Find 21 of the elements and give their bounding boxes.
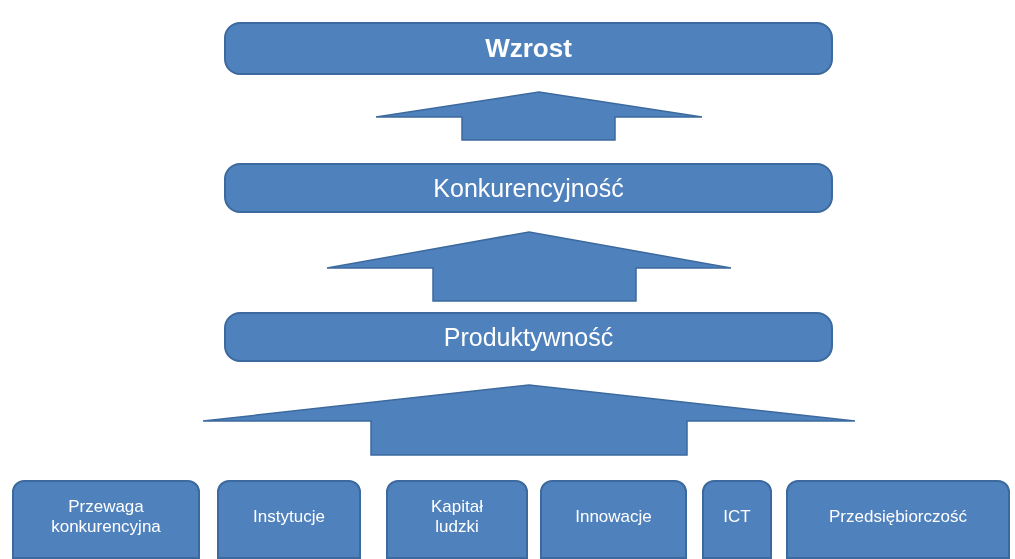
box-label: Produktywność xyxy=(443,322,614,352)
rounded-box xyxy=(12,480,200,559)
rounded-box xyxy=(386,480,528,559)
box-label: Wzrost xyxy=(485,33,572,64)
rounded-box xyxy=(224,22,833,75)
rounded-box xyxy=(786,480,1010,559)
box-label: Innowacje xyxy=(575,506,652,527)
rounded-box xyxy=(224,163,833,213)
rounded-box xyxy=(540,480,687,559)
box-label: Przedsiębiorczość xyxy=(829,506,967,527)
block-arrow xyxy=(326,231,732,302)
box-label: ICT xyxy=(723,506,751,527)
box-label: Przewaga konkurencyjna xyxy=(50,496,162,537)
box-label: Kapitał ludzki xyxy=(430,496,484,537)
rounded-box xyxy=(702,480,772,559)
box-label: Konkurencyjność xyxy=(433,173,624,203)
rounded-box xyxy=(217,480,361,559)
box-label: Instytucje xyxy=(253,506,325,527)
block-arrow xyxy=(375,91,703,141)
rounded-box xyxy=(224,312,833,362)
block-arrow xyxy=(202,384,856,456)
